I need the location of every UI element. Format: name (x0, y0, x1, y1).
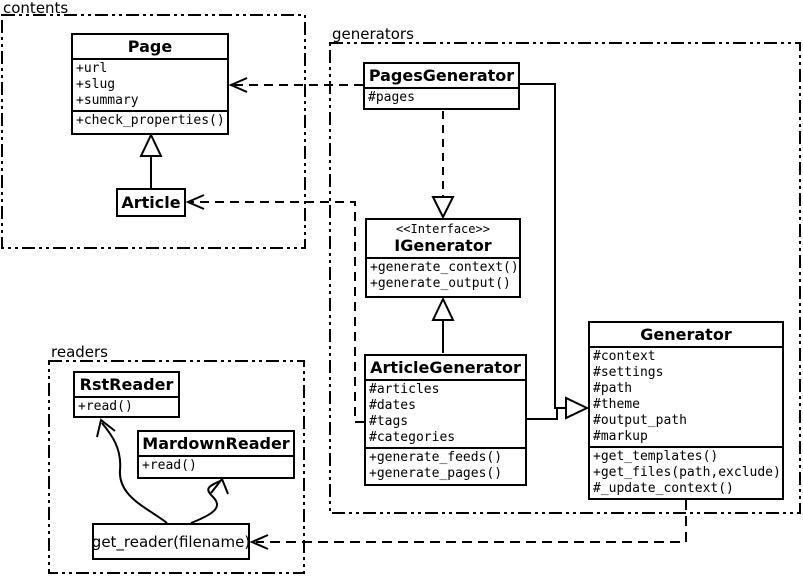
attribute: #categories (369, 430, 456, 445)
class-name-pagesgenerator: PagesGenerator (365, 64, 518, 89)
class-box-page: Page +url +slug +summary +check_properti… (71, 33, 229, 135)
class-box-igenerator: <<Interface>> IGenerator +generate_conte… (365, 218, 521, 298)
generalization-articlegenerator-to-igenerator (431, 296, 455, 353)
attribute: +slug (76, 77, 116, 92)
package-border-contents (1, 14, 306, 249)
attribute: +summary (76, 93, 139, 108)
attributes-page: +url +slug +summary (73, 60, 227, 112)
method: +read() (142, 458, 197, 473)
method: +generate_context() (370, 260, 519, 275)
function-label: get_reader(filename) (91, 532, 251, 551)
attribute: #markup (593, 429, 648, 444)
class-name-articlegenerator: ArticleGenerator (366, 356, 525, 381)
method: +get_files(path,exclude) (593, 465, 781, 480)
class-name-article: Article (121, 193, 181, 212)
dependency-pagesgenerator-to-page (228, 77, 363, 93)
package-label-contents: contents (3, 0, 69, 17)
method: +generate_output() (370, 276, 511, 291)
class-box-pagesgenerator: PagesGenerator #pages (363, 62, 520, 110)
method: +check_properties() (76, 113, 225, 128)
package-label-generators: generators (332, 25, 414, 43)
methods-page: +check_properties() (73, 112, 227, 133)
attributes-generator: #context #settings #path #theme #output_… (590, 348, 782, 448)
attribute: #settings (593, 365, 664, 380)
class-name-page: Page (73, 35, 227, 60)
methods-mardownreader: +read() (139, 457, 293, 477)
methods-rstreader: +read() (75, 398, 178, 416)
attribute: #context (593, 349, 656, 364)
attribute: +url (76, 61, 108, 76)
call-arrow-getreader-to-mardownreader (190, 477, 229, 524)
class-box-article: Article (116, 188, 186, 217)
method: +generate_feeds() (369, 450, 503, 465)
class-name-mardownreader: MardownReader (139, 432, 293, 457)
attributes-articlegenerator: #articles #dates #tags #categories (366, 381, 525, 449)
class-box-mardownreader: MardownReader +read() (137, 430, 295, 479)
class-name-text: IGenerator (394, 236, 492, 255)
class-name-rstreader: RstReader (75, 373, 178, 398)
attribute: #theme (593, 397, 640, 412)
methods-igenerator: +generate_context() +generate_output() (367, 259, 519, 296)
attribute: #articles (369, 382, 440, 397)
stereotype-interface: <<Interface>> (396, 222, 490, 236)
method: +generate_pages() (369, 466, 503, 481)
class-name-generator: Generator (590, 323, 782, 348)
package-border-generators (329, 42, 801, 514)
dependency-generator-to-getreader (249, 500, 687, 550)
attribute: #path (593, 381, 633, 396)
package-border-readers (48, 360, 305, 574)
package-label-readers: readers (51, 343, 108, 361)
attribute: #output_path (593, 413, 687, 428)
method: +read() (78, 399, 133, 414)
class-box-generator: Generator #context #settings #path #them… (588, 321, 784, 500)
attribute: #pages (368, 90, 415, 105)
methods-articlegenerator: +generate_feeds() +generate_pages() (366, 449, 525, 484)
class-box-articlegenerator: ArticleGenerator #articles #dates #tags … (364, 354, 527, 486)
function-box-get-reader: get_reader(filename) (92, 523, 250, 560)
class-box-rstreader: RstReader +read() (73, 371, 180, 418)
call-arrow-getreader-to-rstreader (96, 418, 168, 524)
generalization-article-to-page (139, 132, 163, 188)
methods-generator: +get_templates() +get_files(path,exclude… (590, 448, 782, 498)
attribute: #dates (369, 398, 416, 413)
class-name-igenerator: <<Interface>> IGenerator (367, 220, 519, 259)
method: #_update_context() (593, 481, 734, 496)
dependency-articlegenerator-to-article (185, 194, 364, 423)
realization-pagesgenerator-to-igenerator (431, 111, 455, 220)
generalization-generators-to-generator (520, 83, 590, 420)
attribute: #tags (369, 414, 409, 429)
method: +get_templates() (593, 449, 719, 464)
attributes-pagesgenerator: #pages (365, 89, 518, 108)
